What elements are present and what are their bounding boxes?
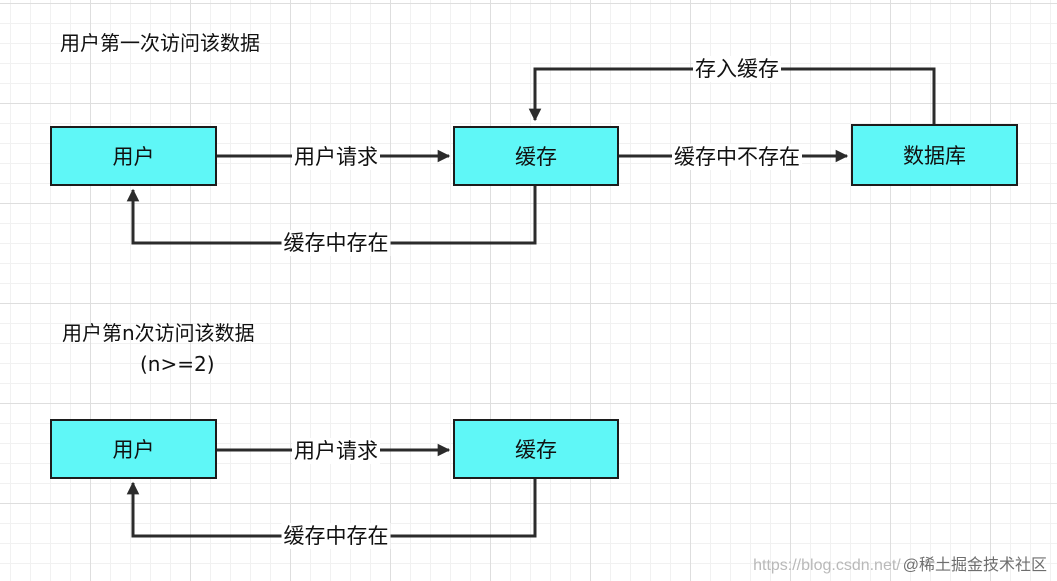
node-cache-nth[interactable]: 缓存 xyxy=(453,419,619,479)
node-database-label: 数据库 xyxy=(903,144,966,168)
edge-label-cache-hit-nth: 缓存中存在 xyxy=(281,523,391,549)
node-database[interactable]: 数据库 xyxy=(851,124,1018,186)
edge-label-user-request-nth: 用户请求 xyxy=(292,438,380,464)
watermark-url: https://blog.csdn.net/ xyxy=(753,557,901,574)
nth-access-title: 用户第n次访问该数据 xyxy=(62,321,255,345)
first-access-title: 用户第一次访问该数据 xyxy=(60,31,260,55)
node-user-nth[interactable]: 用户 xyxy=(50,419,217,479)
node-user[interactable]: 用户 xyxy=(50,126,217,186)
edge-label-cache-miss: 缓存中不存在 xyxy=(672,144,802,170)
watermark-author: @稀土掘金技术社区 xyxy=(902,557,1047,574)
node-user-label: 用户 xyxy=(112,145,155,169)
edge-label-cache-hit: 缓存中存在 xyxy=(281,230,391,256)
edge-label-store-in-cache: 存入缓存 xyxy=(693,56,781,82)
nth-access-subtitle: (n>=2) xyxy=(140,352,215,376)
node-cache-nth-label: 缓存 xyxy=(515,438,557,462)
edge-label-user-request: 用户请求 xyxy=(292,144,380,170)
node-user-nth-label: 用户 xyxy=(112,438,155,462)
watermark: https://blog.csdn.net/@稀土掘金技术社区 xyxy=(753,551,1047,575)
node-cache[interactable]: 缓存 xyxy=(453,126,619,186)
node-cache-label: 缓存 xyxy=(515,145,557,169)
